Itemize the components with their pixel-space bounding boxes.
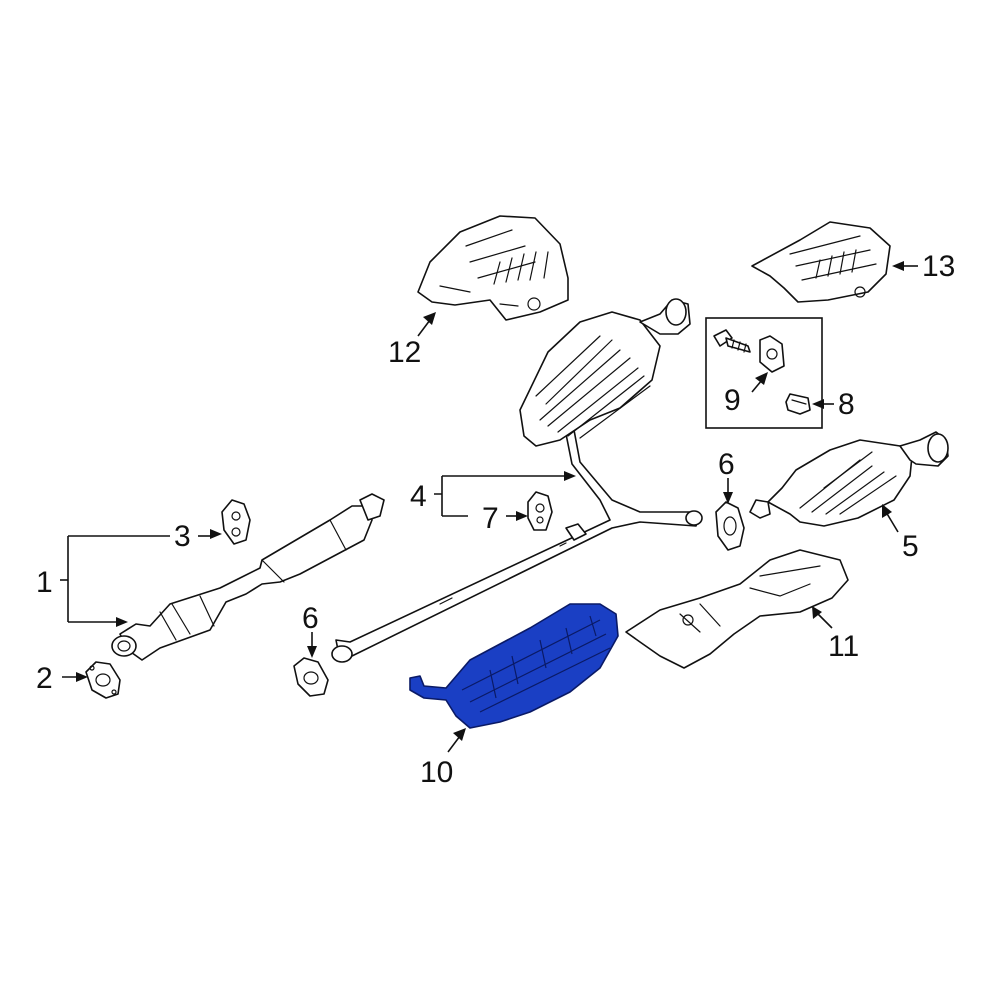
leader-lines: [60, 261, 918, 753]
callout-4: 4: [410, 480, 427, 513]
hanger-7[interactable]: [527, 491, 553, 531]
front-pipe-assembly-1[interactable]: [111, 493, 385, 661]
bolt-part[interactable]: [713, 329, 751, 353]
center-muffler[interactable]: [519, 298, 691, 447]
rear-muffler-5[interactable]: [749, 431, 949, 527]
heat-shield-11[interactable]: [625, 549, 849, 669]
callout-6-right: 6: [718, 448, 735, 481]
heat-shield-13[interactable]: [751, 221, 891, 303]
callout-13: 13: [922, 250, 955, 283]
bracket-8[interactable]: [785, 393, 811, 415]
rubber-hanger-9[interactable]: [759, 335, 785, 373]
callout-1: 1: [36, 566, 53, 599]
callout-2: 2: [36, 662, 53, 695]
heat-shield-10-highlighted[interactable]: [409, 603, 619, 729]
callout-9: 9: [724, 384, 741, 417]
callout-11: 11: [828, 630, 859, 663]
callout-7: 7: [482, 502, 499, 535]
callout-6-left: 6: [302, 602, 319, 635]
callout-10: 10: [420, 756, 453, 789]
gasket-2[interactable]: [85, 661, 121, 699]
gasket-6-right[interactable]: [715, 501, 745, 551]
heat-shield-12[interactable]: [417, 215, 569, 321]
callout-12: 12: [388, 336, 421, 369]
gasket-6-left[interactable]: [293, 657, 329, 697]
hanger-3[interactable]: [221, 499, 251, 545]
callout-3: 3: [174, 520, 191, 553]
callout-5: 5: [902, 530, 919, 563]
hardware-kit-box: [705, 317, 823, 429]
callout-8: 8: [838, 388, 855, 421]
intermediate-pipe-4[interactable]: [331, 429, 703, 663]
